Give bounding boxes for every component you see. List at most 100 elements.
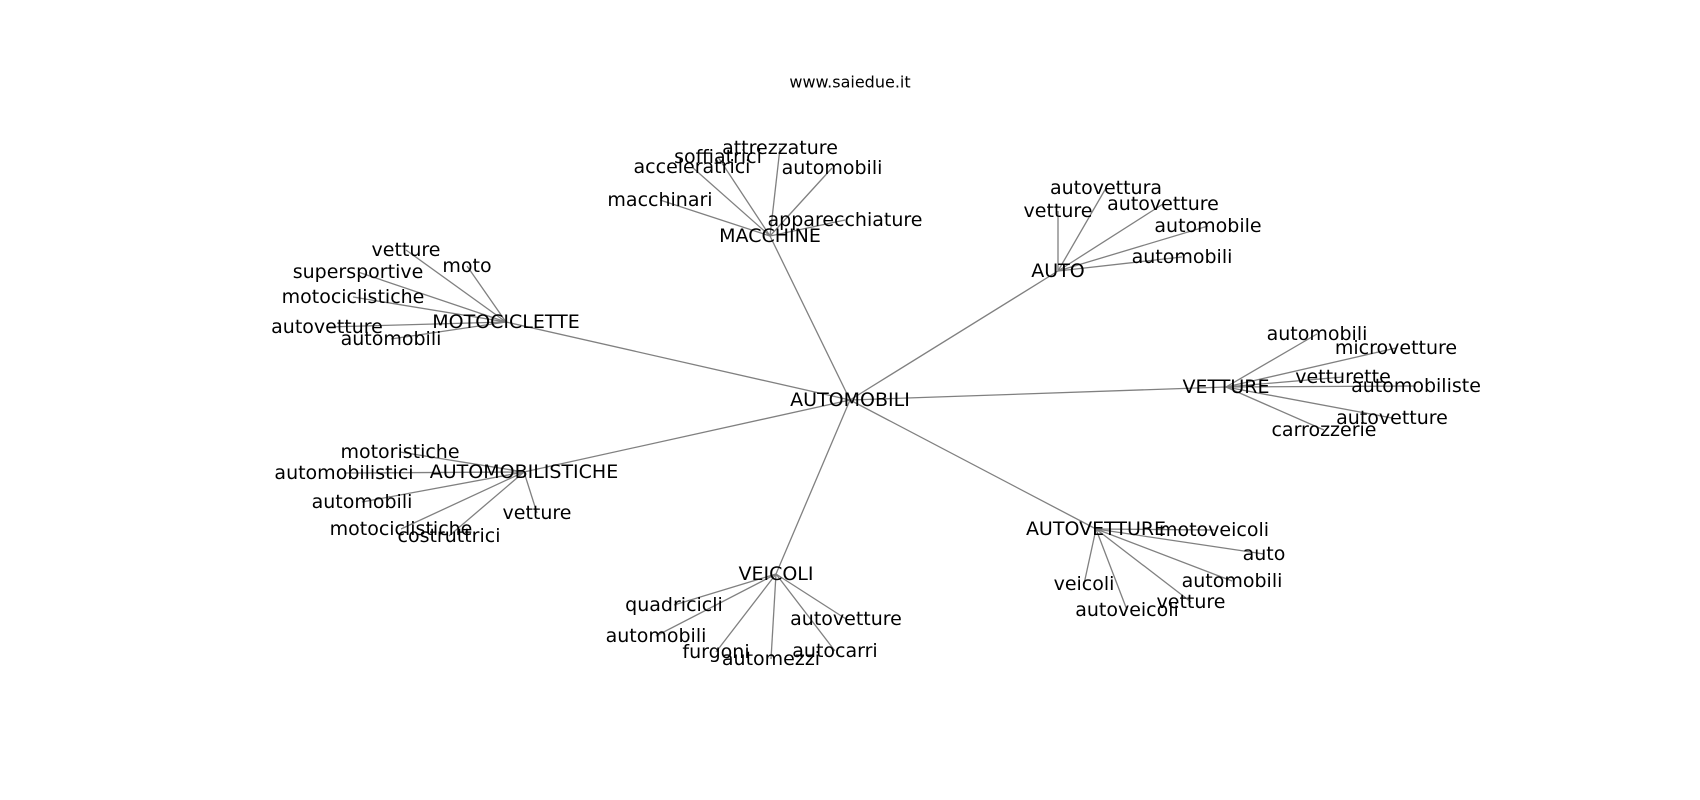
edge-auto-autovetture [1057,203,1164,272]
edge-auto-automobili [1057,256,1183,272]
edge-macchine-apparecchiature [769,219,846,237]
node-leaf-macchine-automobili: automobili [782,157,883,179]
edge-vetture-automobili [1225,333,1318,388]
node-hub-auto: AUTO [1031,260,1084,282]
node-leaf-macchine-macchinari: macchinari [607,189,712,211]
edge-motociclette-moto [466,265,507,323]
node-leaf-macchine-soffiatrici: soffiatrici [674,146,762,168]
node-leaf-auto-autovettura: autovettura [1050,177,1162,199]
edge-motociclette-motociclistiche [352,296,507,323]
node-leaf-autovetture-autoveicoli: autoveicoli [1075,599,1179,621]
node-leaf-automobilistiche-motoristiche: motoristiche [340,441,459,463]
edge-autovetture-motoveicoli [1095,528,1215,531]
node-leaf-motociclette-automobili: automobili [341,328,442,350]
edge-root-macchine [769,235,851,401]
edge-root-vetture [849,386,1227,401]
node-leaf-veicoli-quadricicli: quadricicli [625,594,723,616]
edge-veicoli-automezzi [770,573,777,660]
node-leaf-motociclette-vetture: vetture [372,239,441,261]
node-leaf-autovetture-motoveicoli: motoveicoli [1159,519,1269,541]
edge-automobilistiche-vetture [523,471,538,514]
node-leaf-veicoli-autovetture: autovetture [790,608,902,630]
edge-vetture-microvetture [1225,347,1397,388]
node-leaf-automobilistiche-costruttrici: costruttrici [398,525,501,547]
edge-veicoli-autovetture [775,573,847,620]
node-leaf-autovetture-auto: auto [1243,543,1286,565]
node-leaf-auto-vetture: vetture [1024,200,1093,222]
edge-auto-autovettura [1057,187,1107,272]
edge-autovetture-autoveicoli [1095,528,1128,611]
site-watermark: www.saiedue.it [789,73,910,92]
edge-automobilistiche-motociclistiche [400,471,525,530]
node-leaf-autovetture-vetture: vetture [1157,591,1226,613]
edge-macchine-macchinari [659,199,771,237]
node-leaf-autovetture-automobili: automobili [1182,570,1283,592]
node-leaf-auto-automobile: automobile [1154,215,1261,237]
edge-macchine-attrezzature [769,147,781,237]
node-hub-vetture: VETTURE [1183,376,1270,398]
node-leaf-motociclette-supersportive: supersportive [293,261,424,283]
edge-macchine-automobili [769,167,833,237]
node-leaf-vetture-microvetture: microvetture [1335,337,1457,359]
edge-motociclette-automobili [390,321,507,340]
edge-automobilistiche-motoristiche [399,451,525,473]
node-leaf-macchine-attrezzature: attrezzature [722,137,838,159]
node-leaf-veicoli-automezzi: automezzi [722,648,820,670]
edge-autovetture-veicoli [1083,528,1097,585]
edge-veicoli-autocarri [775,573,836,652]
edge-automobilistiche-automobilistici [343,471,525,474]
edge-macchine-soffiatrici [717,156,771,237]
node-leaf-automobilistiche-motociclistiche: motociclistiche [330,518,473,540]
edge-automobilistiche-costruttrici [448,471,525,537]
edge-autovetture-auto [1095,528,1265,555]
node-hub-automobilistiche: AUTOMOBILISTICHE [430,461,618,483]
node-leaf-veicoli-autocarri: autocarri [792,640,877,662]
node-leaf-vetture-automobili: automobili [1267,323,1368,345]
edge-motociclette-supersportive [357,271,507,323]
node-leaf-autovetture-veicoli: veicoli [1054,573,1115,595]
edge-root-autovetture [849,399,1097,530]
edge-auto-automobile [1057,225,1209,272]
node-root-automobili: AUTOMOBILI [790,389,910,411]
node-hub-motociclette: MOTOCICLETTE [432,311,580,333]
node-leaf-veicoli-furgoni: furgoni [682,641,749,663]
node-leaf-macchine-apparecchiature: apparecchiature [768,209,923,231]
edge-automobilistiche-automobili [361,471,525,503]
node-leaf-motociclette-autovetture: autovetture [271,316,383,338]
edge-vetture-vetturette [1225,376,1344,388]
node-leaf-macchine-acceleratrici: acceleratrici [634,156,751,178]
node-leaf-auto-autovetture: autovetture [1107,193,1219,215]
node-hub-autovetture: AUTOVETTURE [1026,518,1166,540]
node-leaf-vetture-vetturette: vetturette [1295,366,1391,388]
edge-root-automobilistiche [523,399,851,473]
edge-veicoli-automobili [655,573,777,637]
node-leaf-motociclette-motociclistiche: motociclistiche [282,286,425,308]
edge-motociclette-vetture [405,249,507,323]
edge-motociclette-autovetture [326,321,507,328]
edge-autovetture-vetture [1095,528,1192,603]
edge-veicoli-furgoni [715,573,777,653]
node-leaf-vetture-carrozzerie: carrozzerie [1271,419,1376,441]
node-leaf-veicoli-automobili: automobili [606,625,707,647]
edge-root-veicoli [775,399,851,575]
node-leaf-auto-automobili: automobili [1132,246,1233,268]
edge-root-motociclette [505,321,851,401]
node-leaf-motociclette-moto: moto [442,255,491,277]
node-leaf-vetture-autovetture: autovetture [1336,407,1448,429]
edge-vetture-carrozzerie [1225,386,1325,431]
node-leaf-automobilistiche-vetture: vetture [503,502,572,524]
graph-labels: AUTOMOBILI MACCHINE attrezzaturesoffiatric… [271,137,1481,670]
node-leaf-automobilistiche-automobilistici: automobilistici [274,462,413,484]
edge-veicoli-quadricicli [673,573,777,606]
edge-macchine-acceleratrici [691,166,771,237]
node-leaf-automobilistiche-automobili: automobili [312,491,413,513]
edge-vetture-automobiliste [1225,385,1417,388]
edge-root-auto [849,270,1059,401]
node-leaf-vetture-automobiliste: automobiliste [1351,375,1481,397]
edge-vetture-autovetture [1225,386,1393,419]
node-hub-macchine: MACCHINE [719,225,821,247]
graph-edges [326,147,1417,660]
edge-autovetture-automobili [1095,528,1233,582]
node-hub-veicoli: VEICOLI [738,563,813,585]
